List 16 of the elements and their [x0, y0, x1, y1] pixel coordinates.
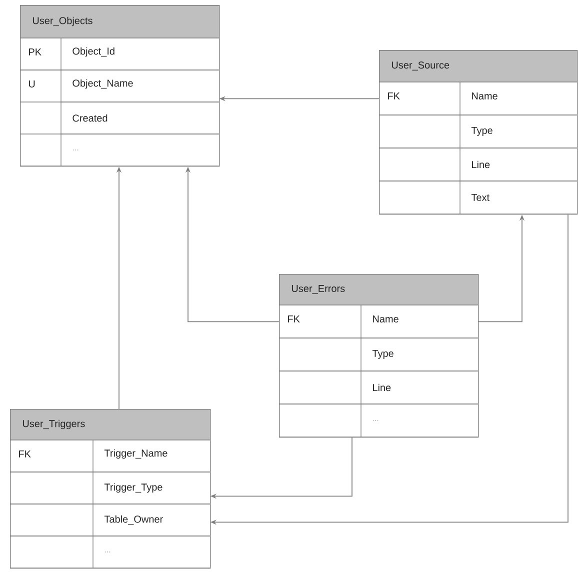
table-row: ... [10, 536, 210, 568]
table-row: FK Trigger_Name [10, 440, 210, 472]
table-row: Created [20, 102, 220, 134]
table-row: Text [378, 180, 578, 214]
table-row: Trigger_Type [10, 472, 210, 504]
table-row: ... [278, 404, 478, 438]
table-row: Table_Owner [10, 504, 210, 536]
table-row: PK Object_Id [20, 38, 220, 70]
table-row: ... [20, 134, 220, 166]
table-row: Line [378, 148, 578, 182]
table-row: U Object_Name [20, 70, 220, 102]
table-row: Type [378, 114, 578, 148]
table-row: Type [278, 338, 478, 372]
table-row: FK Name [378, 82, 578, 116]
table-row: FK Name [278, 304, 478, 338]
table-row: Line [278, 370, 478, 404]
